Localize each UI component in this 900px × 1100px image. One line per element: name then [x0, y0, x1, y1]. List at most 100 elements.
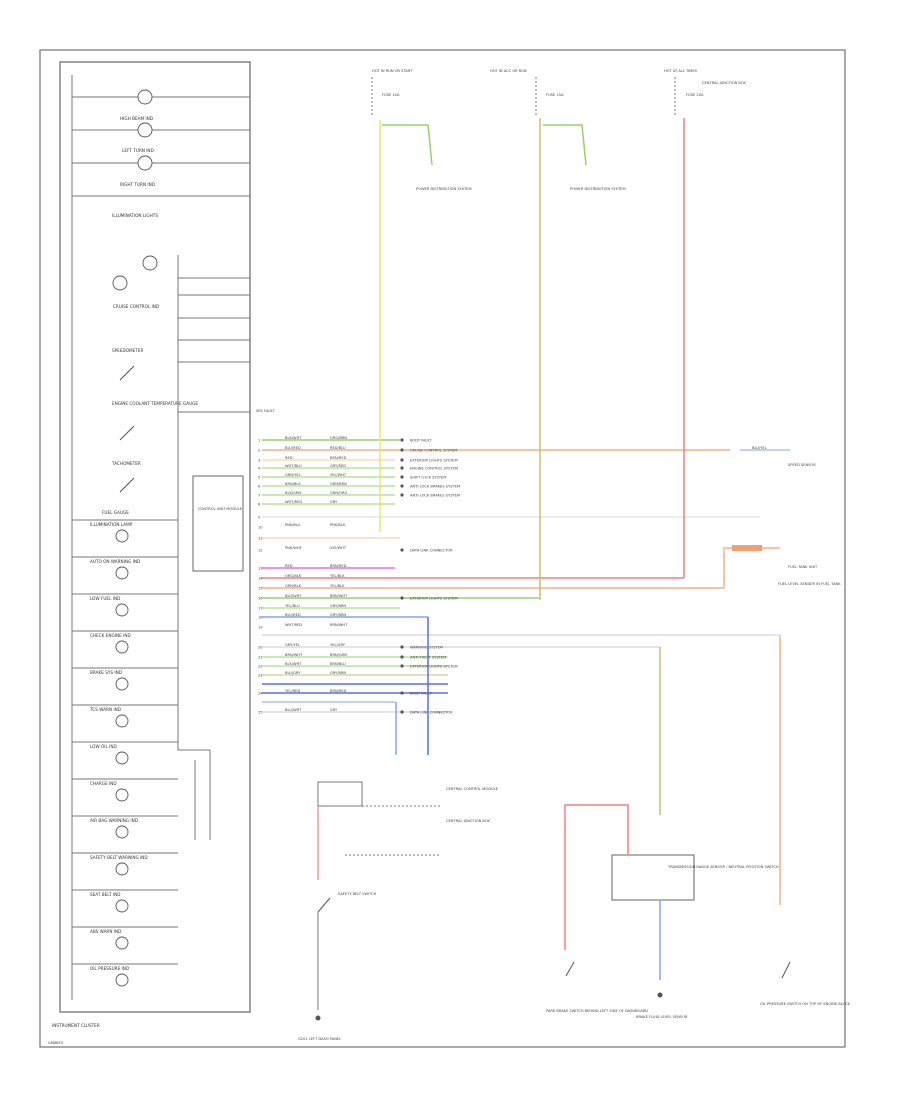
lower-bulb-label: TCS WARN IND [89, 707, 121, 712]
lower-bulb-label: LOW OIL IND [90, 744, 117, 749]
lower-bulb-label: SAFETY BELT WARNING IND [90, 855, 148, 860]
connector-circuit: ORG/BRN [330, 436, 347, 440]
connector-destination: BODY FAULT [410, 692, 432, 696]
connector-pin-number: 18 [258, 616, 263, 620]
diagram-frame [39, 49, 846, 1048]
park-brake-label: PARK BRAKE SWITCH BEHIND LEFT SIDE OF DA… [546, 1009, 648, 1013]
connector-arrow [400, 664, 404, 668]
ccm-label: CENTRAL CONTROL MODULE [446, 787, 499, 791]
seatbelt-label: SAFETY BELT SWITCH [338, 892, 377, 896]
connector-arrow [400, 691, 404, 695]
fuel-tank-unit: FUEL TANK UNIT FUEL LEVEL SENDER IN FUEL… [723, 545, 841, 588]
connector-destination: ANTI-LOCK BRAKES SYSTEM [410, 485, 460, 489]
connector-pin-number: 16 [258, 597, 263, 601]
cjb-label: CENTRAL JUNCTION BOX [446, 819, 490, 823]
connector-circuit: PNK/BLK [330, 523, 346, 527]
lower-bulb [115, 862, 129, 876]
connector-pin-number: 1 [258, 439, 260, 443]
connector-wire-color: GRY/YEL [285, 643, 300, 647]
fuse-2: HOT IN ACC OR RUN FUSE 15A POWER DISTRIB… [490, 69, 626, 191]
fuse-3-label: FUSE 20A [686, 93, 704, 97]
connector-pin-number: 20 [258, 646, 263, 650]
connector-arrow [400, 493, 404, 497]
connector-circuit: BRN/RED [330, 564, 347, 568]
connector-pin-number: 19 [258, 626, 263, 630]
fuse-1: HOT IN RUN OR START FUSE 10A POWER DISTR… [371, 69, 472, 191]
fuse-2-note: POWER DISTRIBUTION SYSTEM [570, 187, 626, 191]
connector-pin-number: 21 [258, 656, 263, 660]
connector-wire-color: PNK/BLU [285, 523, 301, 527]
gauge-label-0: CRUISE CONTROL IND [113, 304, 159, 309]
lower-bulb-label: OIL PRESSURE IND [90, 966, 129, 971]
harness-wires [262, 439, 780, 713]
fuse-2-header: HOT IN ACC OR RUN [490, 69, 527, 73]
connector-circuit: GRY/RED [330, 464, 346, 468]
connector-arrow [400, 438, 404, 442]
connector-circuit: BRN/BLU [330, 662, 346, 666]
connector-wire-color: BLK/WHT [285, 436, 302, 440]
cluster-outline [59, 61, 251, 1013]
connector-circuit: BRN/GRN [330, 653, 347, 657]
connector-destination: ENGINE CONTROL SYSTEM [410, 467, 458, 471]
lower-bulb [115, 714, 129, 728]
fuse-1-header: HOT IN RUN OR START [372, 69, 413, 73]
connector-arrow [400, 710, 404, 714]
feed-green-2 [543, 124, 587, 166]
lower-bulb [115, 751, 129, 765]
connector-arrow [400, 475, 404, 479]
connector-wire-color: BLU/RED [285, 613, 301, 617]
cluster-stub-lines [178, 277, 250, 413]
cluster-bulb-right-turn: RIGHT TURN IND [72, 155, 250, 187]
connector-wire-color: BLU/RED [285, 446, 301, 450]
control-module-label: CONTROL UNIT MODULE [198, 507, 243, 511]
connector-wire-color: WHT/RED [285, 500, 302, 504]
lower-bulb-label: BRAKE SYS IND [90, 670, 122, 675]
connector-circuit: GRY [330, 500, 338, 504]
lower-bulb-label: LOW FUEL IND [90, 596, 120, 601]
left-turn-label: LEFT TURN IND [122, 148, 154, 153]
fuel-tank-label: FUEL TANK UNIT [788, 565, 818, 569]
connector-circuit: BRN/RED [330, 456, 347, 460]
connector-wire-color: BLU/WHT [285, 708, 302, 712]
cluster-bulb-left-turn: LEFT TURN IND [72, 122, 250, 153]
connector-pin-column: 1234567891011121314151617181920212223242… [258, 439, 263, 715]
connector-pin-number: 10 [258, 526, 263, 530]
connector-pin-number: 23 [258, 674, 263, 678]
connector-wire-color: BRN/WHT [285, 653, 303, 657]
fuse-3: HOT AT ALL TIMES FUSE 20A CENTRAL JUNCTI… [664, 69, 746, 115]
connector-circuit: GRY/BRN [330, 604, 346, 608]
connector-circuit: YEL/GRY [330, 643, 346, 647]
connector-destination: DATA LINK CONNECTOR [410, 549, 453, 553]
connector-arrow [400, 596, 404, 600]
connector-arrow [400, 645, 404, 649]
connector-destination: DATA LINK CONNECTOR [410, 711, 453, 715]
connector-wire-color: PNK/WHT [285, 546, 303, 550]
fuse-feeds [379, 118, 685, 600]
lower-bulb-label: SEAT BELT IND [90, 892, 121, 897]
speed-sensor: BLU/YEL SPEED SENSOR [740, 446, 816, 467]
lower-bulb [115, 825, 129, 839]
connector-circuit: RED/BLU [330, 446, 346, 450]
gauge-label-3: TACHOMETER [111, 461, 141, 466]
cluster-title: INSTRUMENT CLUSTER [52, 1023, 100, 1028]
ground-label: G201 LEFT DASH PANEL [298, 1037, 341, 1041]
fuse-3-note: CENTRAL JUNCTION BOX [702, 81, 746, 85]
connector-pin-number: 12 [258, 549, 263, 553]
lower-bulb [115, 529, 129, 543]
lower-bulb [115, 677, 129, 691]
connector-arrow [400, 458, 404, 462]
ground-symbol [315, 1015, 321, 1021]
brake-fluid-ground [657, 992, 663, 998]
connector-circuit: BRN/WHT [330, 623, 348, 627]
connector-wire-color: GRN/YEL [285, 473, 301, 477]
connector-circuit: YEL/BLK [330, 584, 345, 588]
connector-pin-number: 9 [258, 516, 261, 520]
fuse-1-label: FUSE 10A [382, 93, 400, 97]
connector-pin-number: 4 [258, 467, 261, 471]
connector-circuit: GRY/BRN [330, 613, 346, 617]
illumination-label: ILLUMINATION LIGHTS [112, 213, 158, 218]
lower-bulb-label: CHARGE IND [90, 781, 117, 786]
